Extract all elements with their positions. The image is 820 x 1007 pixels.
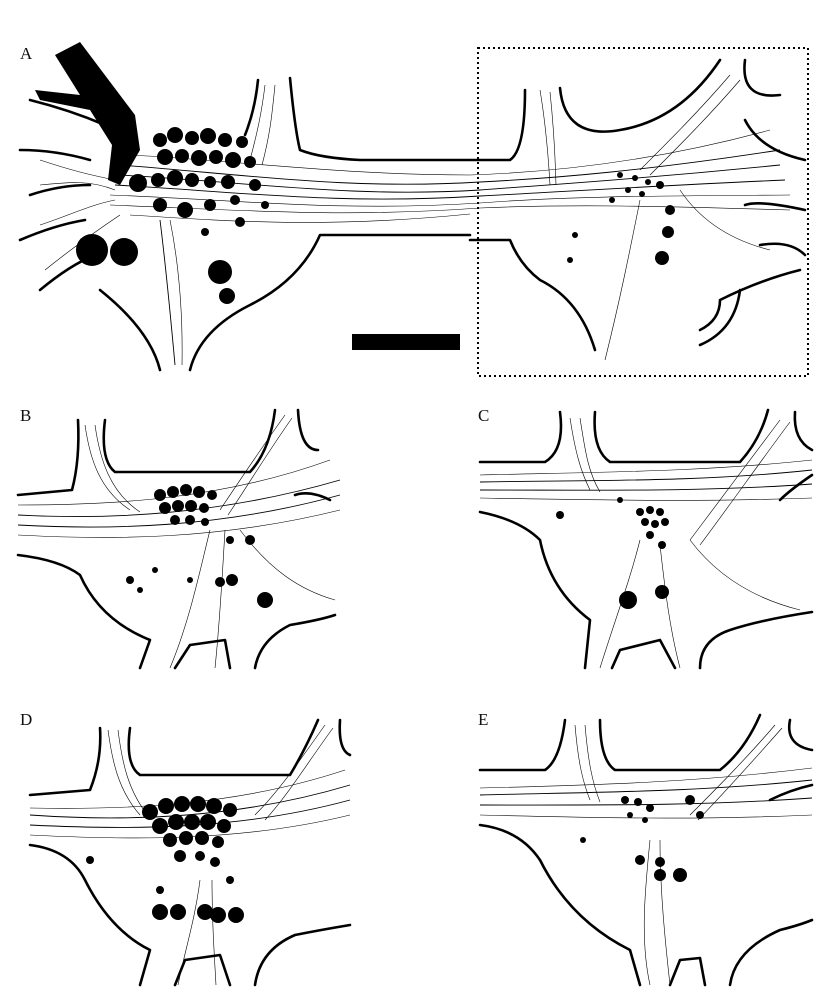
panel-label-d: D — [20, 710, 33, 729]
panel-label-b: B — [20, 406, 32, 425]
panel-label-a: A — [20, 44, 33, 63]
panel-d-drawing — [28, 718, 352, 987]
panel-label-e: E — [478, 710, 489, 729]
inset-box — [477, 47, 809, 377]
panel-label-c: C — [478, 406, 490, 425]
scale-bar — [352, 334, 460, 350]
panel-b-drawing — [16, 408, 341, 670]
panel-c-drawing — [478, 408, 814, 670]
panel-a-drawing — [18, 42, 807, 372]
panel-e-drawing — [478, 713, 814, 987]
